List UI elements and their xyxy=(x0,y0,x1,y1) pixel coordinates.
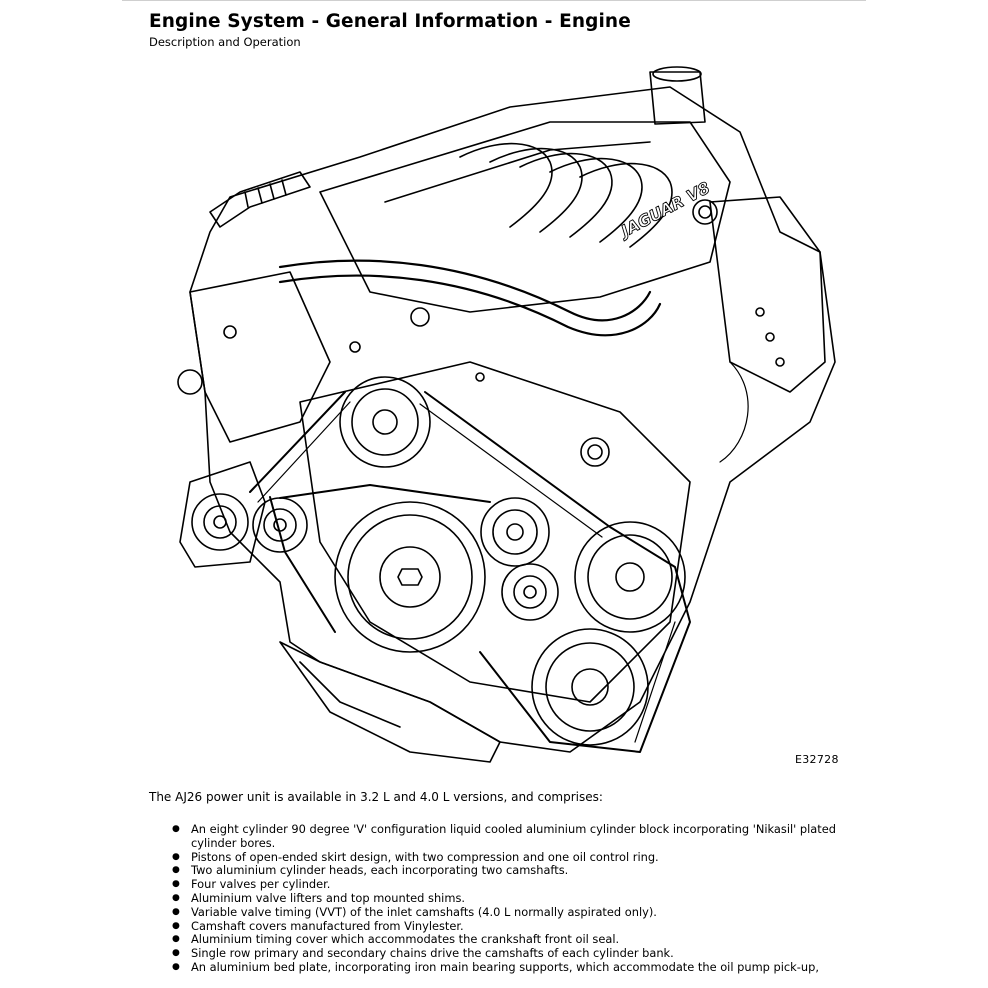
list-item: Variable valve timing (VVT) of the inlet… xyxy=(172,905,852,920)
engine-illustration: JAGUAR V8 xyxy=(170,62,860,777)
list-item: Single row primary and secondary chains … xyxy=(172,946,852,961)
page-title: Engine System - General Information - En… xyxy=(149,11,631,32)
feature-list: An eight cylinder 90 degree 'V' configur… xyxy=(172,822,852,975)
list-item: An eight cylinder 90 degree 'V' configur… xyxy=(172,822,852,851)
list-item: Four valves per cylinder. xyxy=(172,877,852,892)
page-subtitle: Description and Operation xyxy=(149,35,301,49)
list-item: Aluminium valve lifters and top mounted … xyxy=(172,891,852,906)
jaguar-v8-badge: JAGUAR V8 xyxy=(615,178,713,242)
list-item: Camshaft covers manufactured from Vinyle… xyxy=(172,919,852,934)
intro-paragraph: The AJ26 power unit is available in 3.2 … xyxy=(149,790,603,804)
list-item: Pistons of open-ended skirt design, with… xyxy=(172,850,852,865)
list-item: An aluminium bed plate, incorporating ir… xyxy=(172,960,852,975)
figure-id: E32728 xyxy=(795,753,839,766)
list-item: Aluminium timing cover which accommodate… xyxy=(172,933,852,947)
top-rule xyxy=(122,0,866,1)
list-item: Two aluminium cylinder heads, each incor… xyxy=(172,864,852,878)
